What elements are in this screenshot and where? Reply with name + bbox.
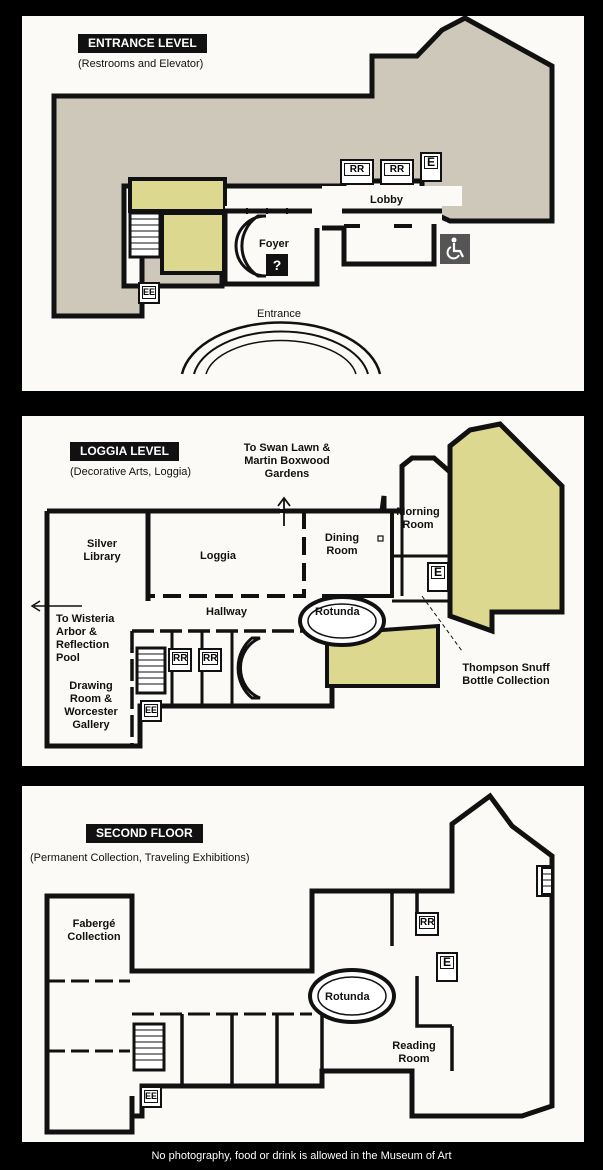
rotunda-label: Rotunda <box>315 606 360 618</box>
stairs <box>132 867 553 1072</box>
elevator-icon: E <box>436 952 458 982</box>
morning-room-label: Morning Room <box>396 506 440 531</box>
entrance-level-panel: ENTRANCE LEVEL (Restrooms and Elevator) … <box>22 16 584 391</box>
entrance-arc-inner2 <box>205 339 357 375</box>
restroom-icon: RR <box>415 912 439 936</box>
entrance-arc-outer <box>180 321 382 375</box>
second-floor-subtitle: (Permanent Collection, Traveling Exhibit… <box>30 852 250 864</box>
restroom-icon: RR <box>380 159 414 185</box>
wisteria-arrow <box>30 600 82 612</box>
gallery-area-a <box>128 177 227 213</box>
curved-stair <box>234 214 267 278</box>
display-case <box>377 535 384 542</box>
loggia-level-plan <box>30 421 565 749</box>
faberge-walls <box>47 894 134 971</box>
loggia-level-title: LOGGIA LEVEL <box>70 442 179 461</box>
entrance-label: Entrance <box>257 308 302 320</box>
door-dash <box>246 208 288 214</box>
stairs <box>128 211 162 259</box>
rotunda-ring <box>307 603 377 639</box>
second-floor-title: SECOND FLOOR <box>86 824 203 843</box>
interior-walls <box>180 891 454 1086</box>
entrance-level-subtitle: (Restrooms and Elevator) <box>78 58 204 70</box>
second-floor-panel: SECOND FLOOR (Permanent Collection, Trav… <box>22 786 584 1142</box>
foyer-walls <box>222 208 442 287</box>
outer-walls <box>44 792 555 1135</box>
rotunda-label: Rotunda <box>325 991 370 1003</box>
reading-room-label: Reading Room <box>392 1040 436 1065</box>
snuff-bottle-label: Thompson Snuff Bottle Collection <box>462 662 550 687</box>
rotunda-ring <box>317 976 387 1016</box>
wheelchair-icon <box>440 234 470 264</box>
footer-notice: No photography, food or drink is allowed… <box>151 1150 452 1162</box>
morning-walls <box>392 466 450 603</box>
emergency-exit-icon: EE <box>140 700 162 722</box>
restroom-icon: RR <box>168 648 192 672</box>
snuff-leader-line <box>421 595 463 652</box>
elevator-icon: E <box>427 562 449 592</box>
restroom-icon: RR <box>340 159 374 185</box>
loggia-level-panel: LOGGIA LEVEL (Decorative Arts, Loggia) T… <box>22 416 584 766</box>
emergency-exit-icon: EE <box>138 282 160 304</box>
hallway-wall <box>130 629 317 746</box>
loggia-level-subtitle: (Decorative Arts, Loggia) <box>70 466 192 478</box>
west-dashed-walls <box>47 979 130 1053</box>
loggia-dashed-wall <box>146 509 306 601</box>
hallway-label: Hallway <box>206 606 247 618</box>
east-wing-area <box>447 421 565 635</box>
stairs <box>135 646 167 695</box>
drawing-room-label: Drawing Room & Worcester Gallery <box>64 680 118 731</box>
entrance-level-title: ENTRANCE LEVEL <box>78 34 207 53</box>
entrance-level-plan <box>51 16 555 375</box>
restroom-icon: RR <box>198 648 222 672</box>
second-floor-plan <box>44 792 555 1135</box>
info-icon: ? <box>266 254 288 276</box>
dining-walls <box>304 509 394 598</box>
wisteria-label: To Wisteria Arbor & Reflection Pool <box>56 613 115 664</box>
gallery-area-b <box>160 211 226 275</box>
rotunda-shape <box>308 968 396 1024</box>
emergency-exit-icon: EE <box>140 1086 162 1108</box>
swan-lawn-label: To Swan Lawn & Martin Boxwood Gardens <box>243 442 331 480</box>
foyer-label: Foyer <box>259 238 289 250</box>
faberge-collection-label: Fabergé Collection <box>67 918 121 943</box>
lobby-label: Lobby <box>370 194 403 206</box>
rotunda-shape <box>298 595 386 647</box>
dining-room-label: Dining Room <box>324 532 360 557</box>
elevator-icon: E <box>420 152 442 182</box>
silver-library-label: Silver Library <box>83 538 121 563</box>
swan-lawn-arrow <box>277 496 291 526</box>
curved-stair <box>236 636 261 700</box>
loggia-label: Loggia <box>200 550 237 562</box>
entrance-arc-inner <box>193 330 369 375</box>
